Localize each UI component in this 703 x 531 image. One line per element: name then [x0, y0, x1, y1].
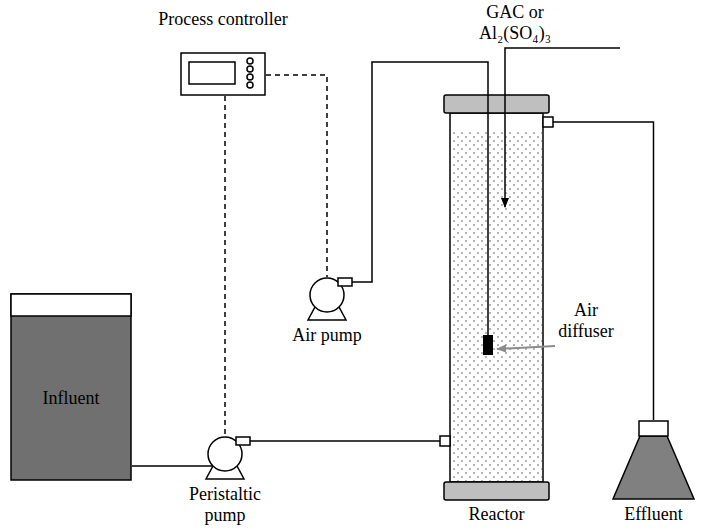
process-controller-outline — [180, 52, 266, 96]
node-label: Effluent — [624, 504, 683, 525]
controller-button — [247, 66, 253, 72]
node-label: Peristaltic pump — [170, 484, 280, 525]
tank-lid — [11, 294, 131, 316]
effluent-flask-outline — [612, 420, 695, 500]
air-diffuser — [483, 335, 493, 355]
influent-tank: Influent — [10, 293, 132, 481]
dosing-label: GAC or Al₂(SO₄)₃ — [470, 2, 560, 43]
leader-arrow — [497, 346, 555, 349]
reactor-outlet — [543, 117, 553, 127]
reactor-top-cap — [444, 95, 549, 113]
node-label: Air pump — [292, 325, 362, 346]
pump-outlet — [236, 437, 250, 445]
tank-body — [11, 294, 131, 480]
air-pump-outline — [302, 277, 352, 321]
control-signal — [266, 75, 327, 277]
process-controller: Process controller — [180, 52, 266, 96]
dosing-arrow — [505, 48, 620, 207]
peristaltic-pump-outline — [200, 436, 250, 480]
reactor-bottom-cap — [444, 482, 549, 500]
pipe-line — [553, 122, 654, 420]
pump-outlet — [338, 278, 352, 286]
pipe-line — [132, 465, 200, 467]
controller-button — [247, 74, 253, 80]
flask-body — [613, 436, 694, 499]
effluent-flask: Effluent — [612, 420, 695, 500]
reactor-media — [451, 130, 542, 481]
reactor-column-outline — [440, 95, 553, 500]
peristaltic-pump: Peristaltic pump — [200, 436, 250, 480]
control-signal — [224, 96, 226, 436]
influent-tank-outline — [10, 293, 132, 481]
node-label: Process controller — [158, 9, 287, 30]
controller-housing — [181, 53, 265, 95]
flask-cap — [639, 421, 668, 436]
controller-screen — [189, 62, 235, 84]
pipe-line — [250, 440, 440, 442]
reactor-column: Reactor — [440, 95, 553, 500]
pump-inlet — [200, 465, 213, 467]
reactor-inlet — [440, 436, 450, 446]
node-label: Influent — [10, 315, 132, 481]
part-label: Air diffuser — [553, 300, 619, 341]
air-pipe — [487, 95, 489, 335]
reactor-column — [450, 113, 543, 482]
controller-button — [247, 82, 253, 88]
air-pump: Air pump — [302, 277, 352, 321]
controller-button — [247, 58, 253, 64]
node-label: Reactor — [469, 504, 525, 525]
